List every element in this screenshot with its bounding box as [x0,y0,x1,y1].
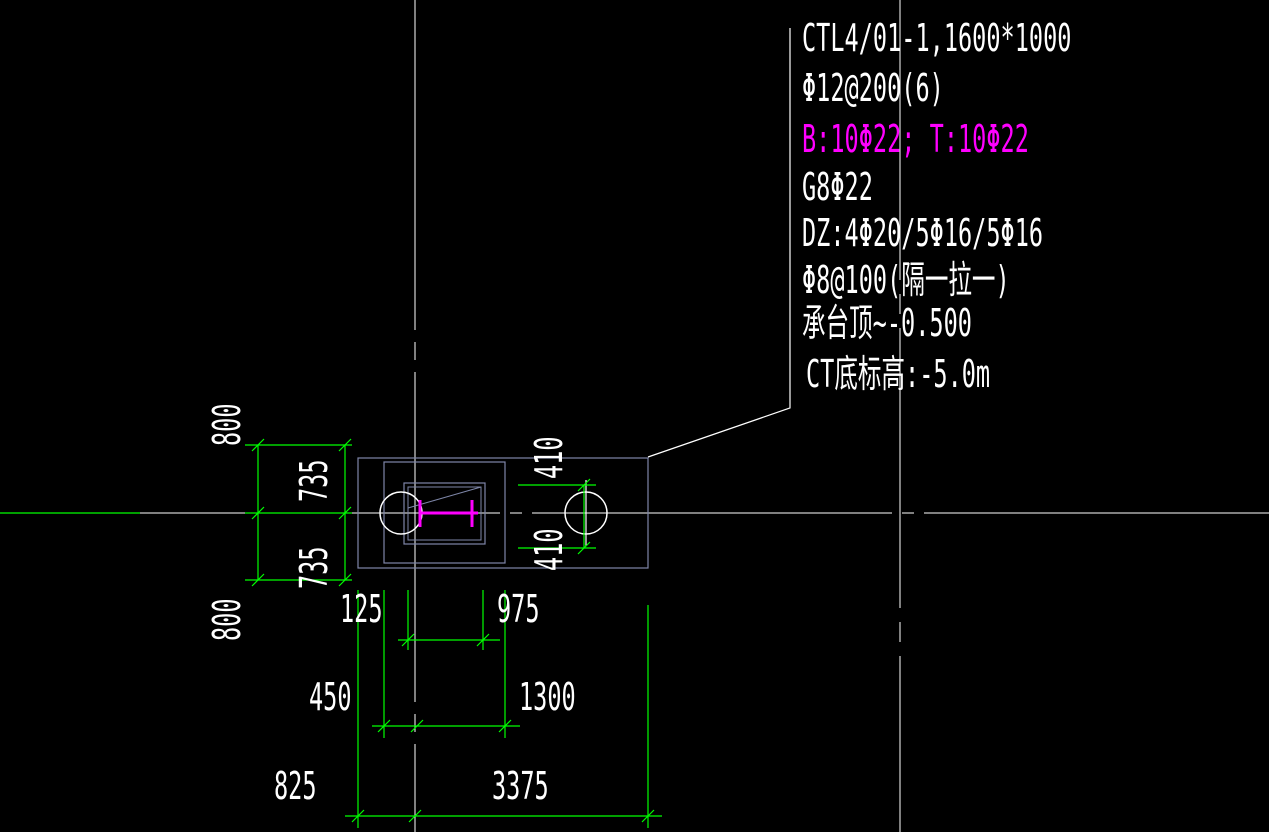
dimension-texts: 800 735 735 800 410 410 125 975 450 1300… [206,403,575,808]
annotation-stirrup: Φ12@200(6) [802,67,944,110]
dim-left-top-inner: 735 [293,459,336,502]
dim-right-bottom: 410 [528,528,571,571]
steel-column-i-section-icon [418,500,478,527]
pile-cap[interactable] [357,457,649,569]
dim-row2-left: 450 [309,676,352,719]
dim-row2-right: 1300 [519,676,576,719]
annotation-leader-line [647,28,791,458]
pile-cap-annotation[interactable]: CTL4/01-1,1600*1000 Φ12@200(6) B:10Φ22; … [802,17,1071,396]
annotation-dowel: DZ:4Φ20/5Φ16/5Φ16 [802,212,1043,255]
dim-row3-right: 3375 [492,765,549,808]
annotation-rebar-bottom-top: B:10Φ22; T:10Φ22 [802,118,1029,161]
annotation-cap-code: CTL4/01-1,1600*1000 [802,17,1071,60]
dim-left-top-outer: 800 [206,403,249,446]
column-outline-outer [383,461,506,564]
dimension-lines [245,438,662,828]
pile-cap-outline [357,457,649,569]
dim-right-top: 410 [528,436,571,479]
annotation-side-rebar: G8Φ22 [802,166,873,209]
dim-left-bottom-outer: 800 [206,598,249,641]
dim-row1-right: 975 [497,588,540,631]
dim-row3-left: 825 [274,765,317,808]
annotation-cap-top: 承台顶~-0.500 [802,302,972,345]
column-outline-inner [403,482,486,545]
column-outline-innermost [407,486,482,541]
dim-row1-left: 125 [340,588,383,631]
annotation-tie: Φ8@100(隔一拉一) [802,259,1010,302]
piles[interactable] [379,480,608,546]
dim-left-bottom-inner: 735 [293,546,336,589]
annotation-cap-bottom-elevation: CT底标高:-5.0m [806,353,990,396]
